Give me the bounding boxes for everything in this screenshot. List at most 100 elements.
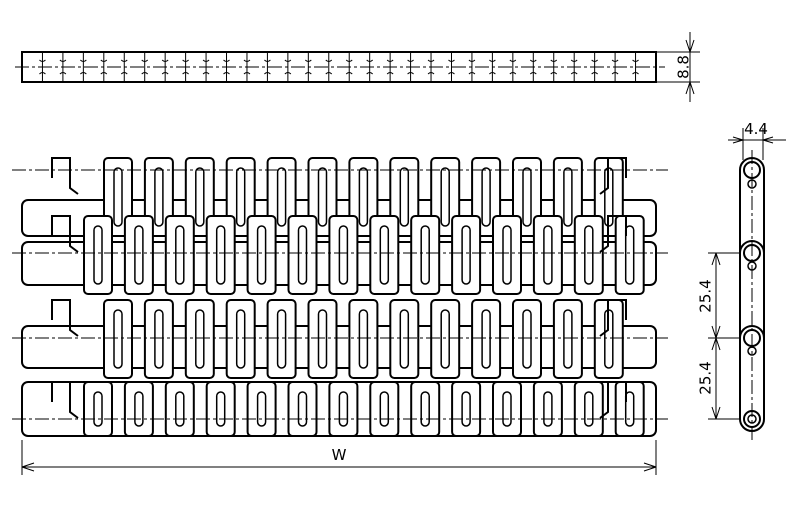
plan-row-tabs: [51, 299, 627, 379]
top-edge-view: 8.8: [15, 32, 700, 102]
plan-tab-slot: [481, 167, 491, 227]
plan-tab-slot: [154, 309, 164, 369]
top-view-link-mark: [386, 59, 394, 75]
top-view-link-mark: [264, 59, 271, 75]
plan-tab-slot: [563, 309, 573, 369]
plan-tab-slot: [461, 225, 471, 285]
plan-edge-tab-left: [51, 381, 79, 419]
plan-tab-slot: [543, 225, 553, 285]
top-view-link-mark: [80, 59, 87, 75]
plan-tab-slot: [522, 167, 532, 227]
plan-tab-slot: [195, 167, 205, 227]
plan-row-tabs: [51, 215, 645, 295]
plan-tab-slot: [195, 309, 205, 369]
plan-tab-slot: [420, 225, 430, 285]
plan-tab-slot: [93, 225, 103, 285]
plan-tab-slot: [399, 167, 410, 227]
plan-tab-slot: [215, 391, 226, 427]
top-view-link-mark: [427, 59, 435, 75]
width-label: W: [332, 446, 347, 464]
plan-tab-slot: [297, 225, 308, 285]
pin-arrow-right: [762, 136, 774, 144]
width-arrow-left: [21, 462, 35, 472]
top-view-link-mark: [182, 59, 189, 75]
top-view-link-mark: [591, 59, 598, 75]
plan-tab-slot: [317, 309, 328, 369]
plan-tab-slot: [276, 309, 287, 369]
plan-tab-slot: [113, 309, 123, 369]
plan-tab-slot: [134, 391, 144, 427]
pitch-upper-label: 25.4: [697, 279, 715, 312]
top-view-link-mark: [161, 59, 169, 75]
plan-tab-slot: [502, 391, 512, 427]
side-view-links: [739, 150, 765, 440]
top-view-link-mark: [120, 59, 128, 75]
plan-edge-tab-right: [599, 299, 627, 337]
side-profile-view: 4.4 25.4 25.4: [697, 120, 786, 440]
top-view-link-mark: [100, 59, 108, 75]
plan-view-rows: [21, 157, 657, 437]
plan-tab-slot: [113, 167, 123, 227]
plan-tab-slot: [134, 225, 144, 285]
top-view-link-mark: [59, 59, 67, 75]
plan-tab-slot: [502, 225, 512, 285]
top-view-link-mark: [509, 59, 517, 75]
plan-tab-slot: [235, 167, 246, 227]
thickness-arrow-bottom: [685, 81, 695, 95]
plan-tab-slot: [297, 391, 308, 427]
top-view-link-mark: [366, 59, 374, 75]
thickness-arrow-top: [685, 39, 695, 53]
top-view-link-mark: [325, 59, 333, 75]
plan-tab-slot: [584, 391, 594, 427]
top-view-link-mark: [448, 59, 455, 75]
plan-tab-slot: [440, 167, 450, 227]
plan-tab-slot: [440, 309, 450, 369]
plan-tab-slot: [358, 167, 369, 227]
plan-tab-slot: [624, 391, 635, 427]
plan-edge-tab-left: [51, 215, 79, 253]
top-view-link-mark: [550, 59, 558, 75]
side-link: [739, 325, 765, 432]
top-view-link-mark: [632, 59, 639, 75]
plan-view-centerlines: [12, 169, 668, 420]
top-view-link-mark: [202, 59, 210, 75]
plan-tab-slot: [584, 225, 594, 285]
plan-tab-slot: [543, 391, 553, 427]
plan-tab-slot: [379, 225, 390, 285]
top-view-link-mark: [611, 59, 619, 75]
thickness-label: 8.8: [675, 55, 693, 79]
pitch-lower-label: 25.4: [697, 361, 715, 394]
plan-tab-slot: [563, 167, 573, 227]
plan-tab-slot: [338, 225, 349, 285]
top-view-link-mark: [468, 59, 476, 75]
width-arrow-right: [643, 462, 657, 472]
top-view-link-mark: [570, 59, 578, 75]
plan-row-tabs: [51, 381, 645, 437]
plan-tab-slot: [379, 391, 390, 427]
plan-tab-slot: [624, 225, 635, 285]
plan-edge-tab-right: [599, 215, 627, 253]
plan-tab-slot: [175, 391, 185, 427]
plan-tab-slot: [256, 225, 267, 285]
plan-tab-slot: [276, 167, 287, 227]
plan-tab-slot: [93, 391, 103, 427]
top-view-link-mark: [407, 59, 414, 75]
plan-tab-slot: [175, 225, 185, 285]
top-view-link-mark: [243, 59, 251, 75]
plan-tab-slot: [420, 391, 430, 427]
pitch-arrows: [711, 252, 721, 420]
pin-arrow-left: [732, 136, 744, 144]
top-view-link-mark: [489, 59, 496, 75]
plan-tab-slot: [215, 225, 226, 285]
plan-tab-slot: [338, 391, 349, 427]
top-view-link-mark: [304, 59, 312, 75]
plan-tab-slot: [317, 167, 328, 227]
plan-tab-slot: [481, 309, 491, 369]
top-view-link-mark: [141, 59, 149, 75]
plan-edge-tab-right: [599, 381, 627, 419]
plan-tab-slot: [399, 309, 410, 369]
plan-tab-slot: [235, 309, 246, 369]
plan-view: W: [12, 157, 668, 475]
plan-tab-slot: [461, 391, 471, 427]
top-view-link-mark: [284, 59, 292, 75]
